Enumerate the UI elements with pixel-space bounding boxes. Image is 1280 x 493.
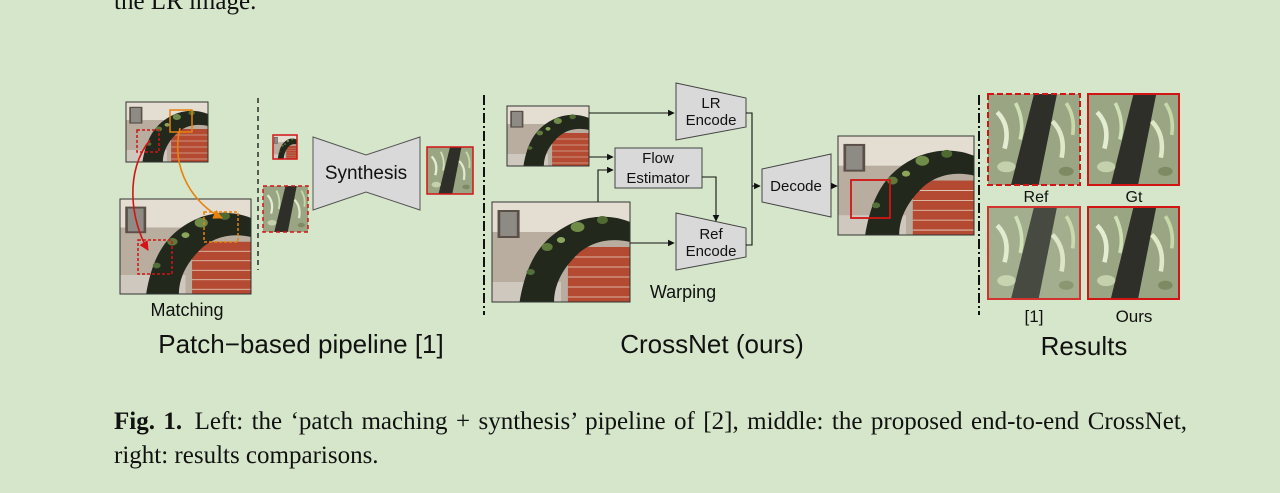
ref-encode-line1: Ref — [699, 226, 723, 243]
lr-patch-orange — [169, 109, 193, 133]
result-ref-patch — [987, 93, 1081, 186]
previous-paragraph-tail: the LR image. — [114, 0, 257, 15]
patch-pipeline-title: Patch−based pipeline [1] — [158, 329, 444, 359]
lr-patch-red — [136, 129, 160, 153]
synthesis-label: Synthesis — [325, 163, 407, 184]
lr-encode-block — [675, 82, 747, 141]
decode-block — [761, 153, 832, 218]
result-baseline-label: [1] — [1025, 307, 1044, 326]
patch-based-panel: Matching Synthesis Patch−based pipeline … — [119, 98, 474, 359]
result-ours-patch — [1087, 206, 1180, 300]
result-ours-label: Ours — [1116, 307, 1153, 326]
ref-patch-red — [137, 239, 173, 275]
output-zoom-box — [850, 179, 891, 219]
decode-label: Decode — [770, 178, 822, 195]
lr-encode-line2: Encode — [686, 112, 737, 129]
crossnet-output-image — [837, 135, 975, 236]
caption-label: Fig. 1. — [114, 408, 183, 435]
ref-encode-block — [675, 212, 747, 271]
ref-image-left — [119, 198, 252, 295]
arrow-ref-to-flow — [597, 166, 614, 202]
lr-input-image — [506, 105, 590, 167]
results-title: Results — [1041, 331, 1128, 361]
flow-estimator-line1: Flow — [642, 150, 674, 167]
result-ref-label: Ref — [1024, 189, 1049, 206]
lr-patch-thumb — [272, 134, 298, 160]
figure-crossnet: Matching Synthesis Patch−based pipeline … — [119, 82, 1180, 361]
lr-encode-line1: LR — [701, 95, 720, 112]
ref-input-image — [491, 201, 631, 303]
warping-label: Warping — [650, 282, 716, 302]
encoders-merge-line — [746, 112, 753, 246]
synthesis-output — [426, 146, 474, 195]
lr-image-small — [125, 101, 209, 163]
crossnet-panel: LR Encode Flow Estimator Ref Encode Deco… — [491, 82, 975, 359]
caption-text: Left: the ‘patch maching + synthesis’ pi… — [114, 408, 1188, 469]
arrow-flow-to-refencode — [702, 176, 720, 222]
flow-estimator-line2: Estimator — [626, 170, 689, 187]
result-gt-patch — [1087, 93, 1180, 186]
matching-arrow-orange — [177, 127, 223, 219]
ref-encode-line2: Encode — [686, 243, 737, 260]
matched-patch-thumb — [262, 185, 309, 233]
crossnet-title: CrossNet (ours) — [620, 329, 803, 359]
matching-label: Matching — [150, 300, 223, 320]
figure-caption: Fig. 1. Left: the ‘patch maching + synth… — [114, 405, 1187, 473]
flow-estimator-block — [614, 147, 703, 189]
synthesis-block — [312, 136, 421, 211]
result-baseline-patch — [987, 206, 1081, 300]
matching-arrow-red — [132, 139, 151, 251]
results-panel: Ref Gt [1] Ours Results — [987, 93, 1180, 361]
result-gt-label: Gt — [1126, 189, 1143, 206]
